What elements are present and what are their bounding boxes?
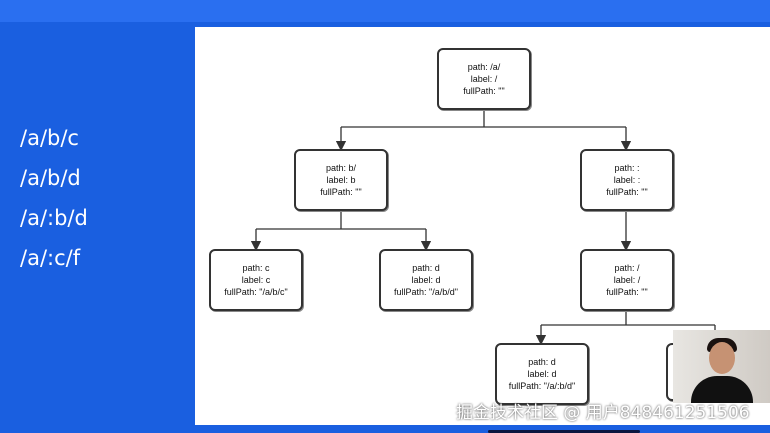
node-path: path: / [614, 263, 640, 273]
node-slash: path: / label: / fullPath: "" [580, 249, 674, 311]
route-item: /a/b/d [20, 166, 81, 190]
node-path: path: d [412, 263, 440, 273]
node-label: label: : [613, 175, 641, 185]
node-fullpath: fullPath: "" [463, 86, 505, 96]
node-d: path: d label: d fullPath: "/a/b/d" [379, 249, 473, 311]
node-path: path: : [614, 163, 640, 173]
node-label: label: / [613, 275, 641, 285]
node-fullpath: fullPath: "" [606, 287, 648, 297]
node-label: label: / [470, 74, 498, 84]
node-label: label: b [326, 175, 356, 185]
node-label: label: c [241, 275, 271, 285]
node-b: path: b/ label: b fullPath: "" [294, 149, 388, 211]
node-label: label: d [527, 369, 557, 379]
route-item: /a/:c/f [20, 246, 81, 270]
watermark-text: 掘金技术社区 @ 用户8484612​51506 [456, 403, 750, 423]
node-fullpath: fullPath: "/a/b/c" [224, 287, 288, 297]
tree-edges [250, 109, 721, 346]
route-item: /a/b/c [20, 126, 79, 150]
node-fullpath: fullPath: "/a/b/d" [394, 287, 458, 297]
node-colon: path: : label: : fullPath: "" [580, 149, 674, 211]
progress-line [488, 430, 640, 433]
route-list: /a/b/c /a/b/d /a/:b/d /a/:c/f [20, 118, 88, 278]
node-path: path: /a/ [467, 62, 501, 72]
node-label: label: d [411, 275, 441, 285]
diagram-board: path: /a/ label: / fullPath: "" path: b/… [195, 27, 770, 425]
node-d2: path: d label: d fullPath: "/a/:b/d" [495, 343, 589, 405]
node-path: path: c [242, 263, 270, 273]
node-path: path: d [528, 357, 556, 367]
presenter-webcam [673, 330, 770, 403]
node-path: path: b/ [325, 163, 357, 173]
node-fullpath: fullPath: "" [606, 187, 648, 197]
node-c: path: c label: c fullPath: "/a/b/c" [209, 249, 303, 311]
node-root: path: /a/ label: / fullPath: "" [437, 48, 531, 110]
node-fullpath: fullPath: "/a/:b/d" [508, 381, 576, 391]
node-fullpath: fullPath: "" [320, 187, 362, 197]
top-bar [0, 0, 770, 22]
route-item: /a/:b/d [20, 206, 88, 230]
